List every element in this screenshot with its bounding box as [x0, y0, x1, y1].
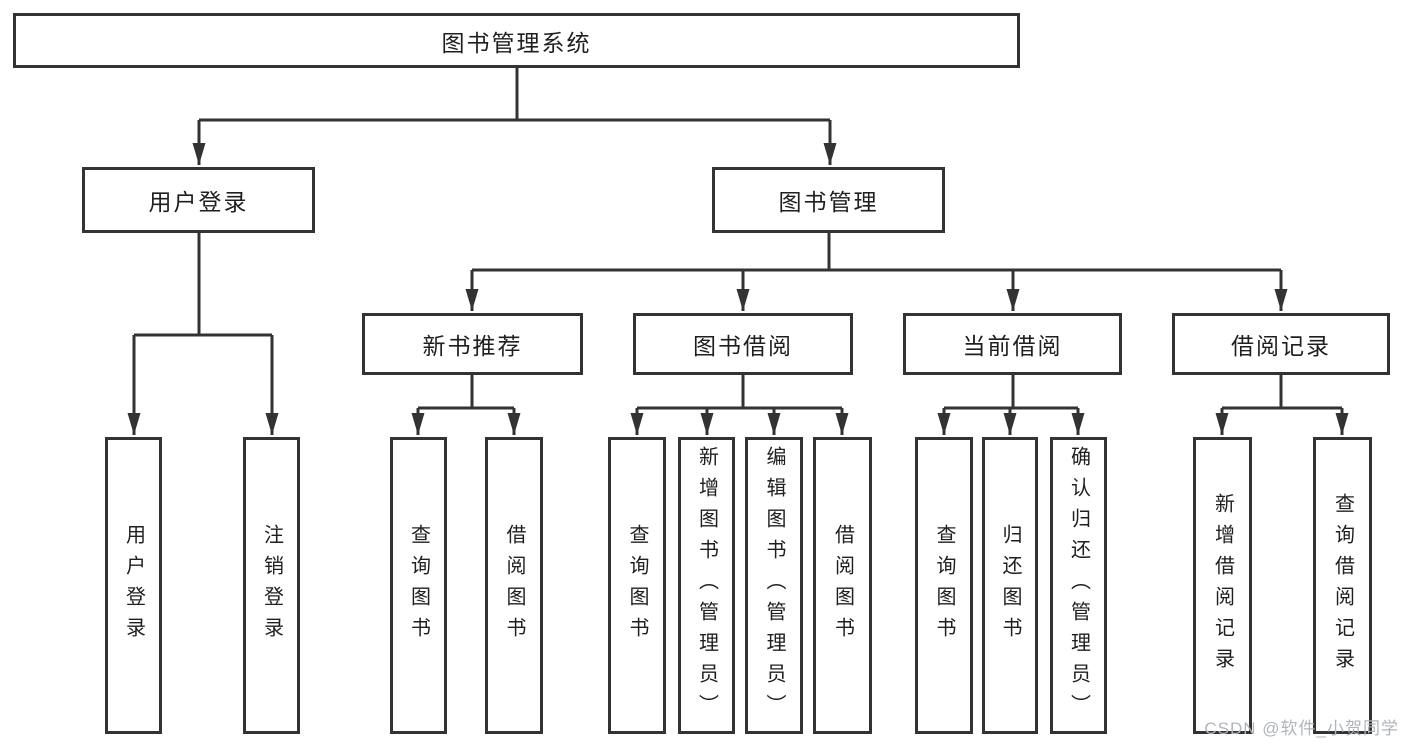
leaf-br-query-record: 查询借阅记录: [1313, 437, 1372, 734]
leaf-cb-query-books: 查询图书: [915, 437, 973, 734]
leaf-br-query-record-label: 查询借阅记录: [1331, 492, 1354, 679]
leaf-nbr-borrow-books: 借阅图书: [485, 437, 543, 734]
node-book-borrowing-label: 图书借阅: [693, 333, 793, 359]
node-book-borrowing: 图书借阅: [633, 313, 853, 375]
leaf-cb-confirm-return-admin-label: 确认归还（管理员）: [1067, 446, 1090, 725]
node-current-borrowing: 当前借阅: [903, 313, 1122, 375]
leaf-logout-label: 注销登录: [260, 523, 283, 648]
leaf-bb-add-books-admin: 新增图书（管理员）: [678, 437, 735, 734]
leaf-bb-borrow-books: 借阅图书: [813, 437, 872, 734]
leaf-cb-return-books: 归还图书: [982, 437, 1038, 734]
leaf-nbr-query-books: 查询图书: [390, 437, 447, 734]
node-root-system-label: 图书管理系统: [441, 29, 592, 56]
leaf-bb-query-books: 查询图书: [608, 437, 666, 734]
leaf-nbr-borrow-books-label: 借阅图书: [503, 523, 525, 648]
leaf-br-add-record: 新增借阅记录: [1193, 437, 1252, 734]
leaf-cb-query-books-label: 查询图书: [933, 523, 955, 648]
node-new-book-recommendation: 新书推荐: [362, 313, 583, 375]
node-current-borrowing-label: 当前借阅: [962, 333, 1063, 359]
node-book-management: 图书管理: [712, 167, 945, 233]
node-book-management-label: 图书管理: [778, 189, 879, 215]
node-borrowing-records: 借阅记录: [1172, 313, 1390, 375]
leaf-bb-query-books-label: 查询图书: [626, 523, 648, 648]
leaf-bb-add-books-admin-label: 新增图书（管理员）: [695, 446, 718, 725]
leaf-cb-return-books-label: 归还图书: [999, 523, 1021, 648]
leaf-nbr-query-books-label: 查询图书: [407, 523, 430, 648]
node-user-login: 用户登录: [82, 167, 315, 233]
leaf-br-add-record-label: 新增借阅记录: [1211, 492, 1234, 679]
csdn-watermark: CSDN @软件_小贺同学: [1204, 719, 1399, 738]
node-user-login-label: 用户登录: [148, 189, 249, 215]
leaf-bb-edit-books-admin-label: 编辑图书（管理员）: [763, 446, 785, 725]
node-root-system: 图书管理系统: [13, 13, 1020, 68]
node-borrowing-records-label: 借阅记录: [1231, 333, 1331, 359]
leaf-logout: 注销登录: [243, 437, 300, 734]
node-new-book-recommendation-label: 新书推荐: [422, 333, 523, 359]
leaf-cb-confirm-return-admin: 确认归还（管理员）: [1050, 437, 1107, 734]
leaf-bb-borrow-books-label: 借阅图书: [831, 523, 854, 648]
leaf-bb-edit-books-admin: 编辑图书（管理员）: [745, 437, 803, 734]
leaf-user-login: 用户登录: [105, 437, 162, 734]
leaf-user-login-label: 用户登录: [122, 523, 145, 648]
